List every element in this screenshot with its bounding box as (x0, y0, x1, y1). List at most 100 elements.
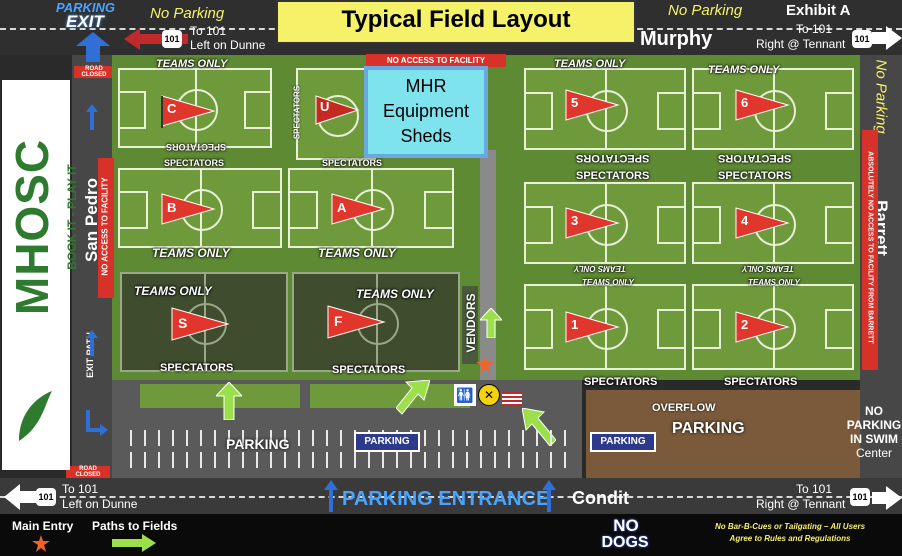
up-arrow-icon (324, 480, 338, 512)
flag-b-icon (161, 193, 216, 225)
top-left-dir-line1: To 101 (190, 24, 227, 38)
field-c-spectators: SPECTATORS (166, 142, 227, 152)
flag-3-label: 3 (571, 213, 579, 228)
road-closed-top: ROAD CLOSED (74, 66, 114, 78)
field-s-teams-only: TEAMS ONLY (134, 284, 212, 298)
path-arrow-icon (480, 308, 502, 338)
flag-2-label: 2 (741, 317, 749, 332)
path-arrow-icon (112, 534, 156, 552)
sheds-line1: MHR (405, 76, 447, 96)
no-parking-swim-line2: PARKING (846, 418, 902, 432)
page-title: Typical Field Layout (341, 6, 571, 33)
field-b-teams-only: TEAMS ONLY (152, 246, 230, 260)
mhosc-logo: MHOSC (6, 138, 58, 316)
no-dogs-line2: DOGS (601, 534, 649, 551)
legend-main-entry: Main Entry (12, 519, 74, 533)
path-arrow-icon (216, 382, 242, 420)
no-access-barrett-text: ABSOLUTELY NO ACCESS TO FACILITY FROM BA… (866, 151, 874, 344)
flag-6-label: 6 (741, 95, 749, 110)
top-right-dir-line1: To 101 (796, 22, 833, 36)
equipment-sheds (364, 66, 488, 158)
parking-stalls (130, 452, 570, 468)
field-6-spectators: SPECTATORS (718, 152, 792, 164)
highway-101-badge: 101 (36, 488, 56, 506)
highway-101-badge: 101 (162, 30, 182, 48)
no-access-left-text: NO ACCESS TO FACILITY (100, 177, 110, 276)
parking-stalls (130, 430, 570, 446)
overflow-label: OVERFLOW (652, 402, 716, 414)
field-3-spectators: SPECTATORS (576, 170, 650, 182)
flag-f-label: F (334, 313, 343, 329)
no-parking-right: No Parking (872, 59, 890, 134)
field-f-teams-only: TEAMS ONLY (356, 287, 434, 301)
flag-3-icon (565, 207, 620, 239)
rules-line1: No Bar-B-Cues or Tailgating – All Users (714, 522, 866, 531)
field-a-teams-only: TEAMS ONLY (318, 246, 396, 260)
exit-up-arrow-icon (76, 32, 110, 62)
parking-sign: PARKING (354, 432, 420, 452)
no-access-barrett-bar (862, 130, 878, 370)
field-2-spectators: SPECTATORS (724, 376, 798, 388)
no-parking-swim-line4: Center (855, 446, 893, 460)
flag-icon (502, 392, 522, 406)
flag-5-label: 5 (571, 95, 579, 110)
overflow-parking-sign: PARKING (590, 432, 656, 452)
left-arrow-icon (124, 28, 188, 50)
mhosc-leaf-icon (19, 391, 52, 441)
bottom-left-dir-line1: To 101 (62, 482, 99, 496)
vendors-label: VENDORS (464, 293, 478, 353)
bottom-right-dir-line2: Right @ Tennant (756, 497, 846, 511)
flag-a-icon (331, 193, 386, 225)
restroom-icon: 🚻 (454, 384, 476, 406)
highway-101-badge: 101 (852, 30, 872, 48)
flag-b-label: B (167, 200, 177, 215)
field-1-teams-only: TEAMS ONLY (582, 278, 634, 287)
parking-label: PARKING (226, 436, 290, 452)
main-entry-star-icon (32, 535, 50, 552)
flag-5-icon (565, 89, 620, 121)
planting-strip (310, 384, 470, 408)
murphy-label: Murphy (640, 28, 713, 50)
field-6-teams-only: TEAMS ONLY (708, 64, 780, 76)
sheds-line2: Equipment (382, 101, 470, 121)
no-access-left-bar (98, 158, 114, 298)
vendor-area (462, 286, 478, 364)
flag-1-icon (565, 311, 620, 343)
right-arrow-icon (872, 486, 902, 510)
up-arrow-icon (542, 480, 556, 512)
sheds-line3: Sheds (400, 126, 452, 146)
parking-exit-line1: PARKING (56, 0, 115, 15)
legend-bar (0, 514, 902, 556)
no-access-top-bar: NO ACCESS TO FACILITY (366, 54, 506, 67)
top-left-dir-line2: Left on Dunne (190, 38, 266, 52)
parking-exit-line2: EXIT (66, 12, 104, 31)
main-entry-star-icon (476, 356, 494, 373)
bottom-left-dir-line2: Left on Dunne (62, 497, 138, 511)
flag-a-label: A (337, 200, 347, 215)
overflow-parking-label: PARKING (672, 420, 745, 437)
field-c-teams-only: TEAMS ONLY (156, 58, 228, 70)
flag-c-label: C (167, 101, 177, 116)
turn-arrow-icon (86, 410, 108, 436)
no-parking-swim-line1: NO (865, 404, 883, 418)
field-u-spectators: SPECTATORS (292, 85, 302, 140)
field-4-teams-only: TEAMS ONLY (742, 264, 794, 273)
no-parking-top-right: No Parking (668, 2, 743, 19)
legend-paths-to-fields: Paths to Fields (92, 519, 178, 533)
no-parking-top-left: No Parking (150, 5, 225, 22)
flag-4-label: 4 (741, 213, 749, 228)
condit-lane-marking (0, 496, 902, 498)
path-arrow-icon (396, 380, 430, 415)
brand-tagline: BOOK IT - PLAY IT (65, 164, 79, 270)
flag-u-label: U (320, 99, 330, 114)
field-c[interactable] (118, 68, 272, 148)
field-5-teams-only: TEAMS ONLY (554, 58, 626, 70)
flag-u-icon (315, 95, 360, 125)
bottom-right-dir-line1: To 101 (796, 482, 833, 496)
field-5-spectators: SPECTATORS (576, 152, 650, 164)
top-right-dir-line2: Right @ Tennant (756, 37, 846, 51)
flag-2-icon (735, 311, 790, 343)
condit-label: Condit (572, 488, 629, 508)
field-s-spectators: SPECTATORS (160, 362, 234, 374)
